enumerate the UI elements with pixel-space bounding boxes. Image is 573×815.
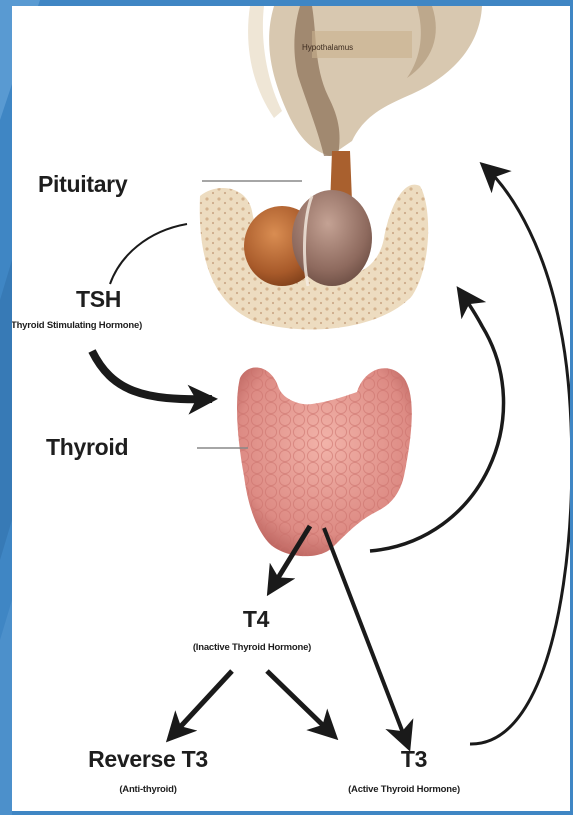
t4-to-t3-arrow [267, 671, 334, 736]
thyroid-feedback-diagram: Hypothalamus [12, 6, 570, 811]
tsh-full-name: (Thyroid Stimulating Hormone) [12, 320, 142, 331]
reverse-t3-description: (Anti-thyroid) [119, 784, 176, 795]
diagram-panel: Hypothalamus Pituitary [12, 6, 570, 811]
pituitary-gland-illustration [244, 151, 372, 286]
pituitary-label: Pituitary [38, 171, 127, 198]
t4-label: T4 [243, 606, 269, 633]
t3-label: T3 [401, 746, 427, 773]
thyroid-label: Thyroid [46, 434, 128, 461]
tsh-label: TSH [76, 286, 121, 313]
thyroid-to-t3-arrow [324, 528, 408, 746]
t4-to-reverse-t3-arrow [170, 671, 232, 738]
hypothalamus-illustration [248, 6, 482, 156]
tsh-to-thyroid-arrow [92, 351, 212, 399]
reverse-t3-label: Reverse T3 [88, 746, 208, 773]
hypothalamus-label: Hypothalamus [302, 43, 353, 52]
t3-feedback-loop-arrow [470, 166, 570, 744]
pituitary-to-tsh-curve [110, 224, 187, 284]
t4-description: (Inactive Thyroid Hormone) [193, 642, 311, 653]
t3-description: (Active Thyroid Hormone) [348, 784, 460, 795]
